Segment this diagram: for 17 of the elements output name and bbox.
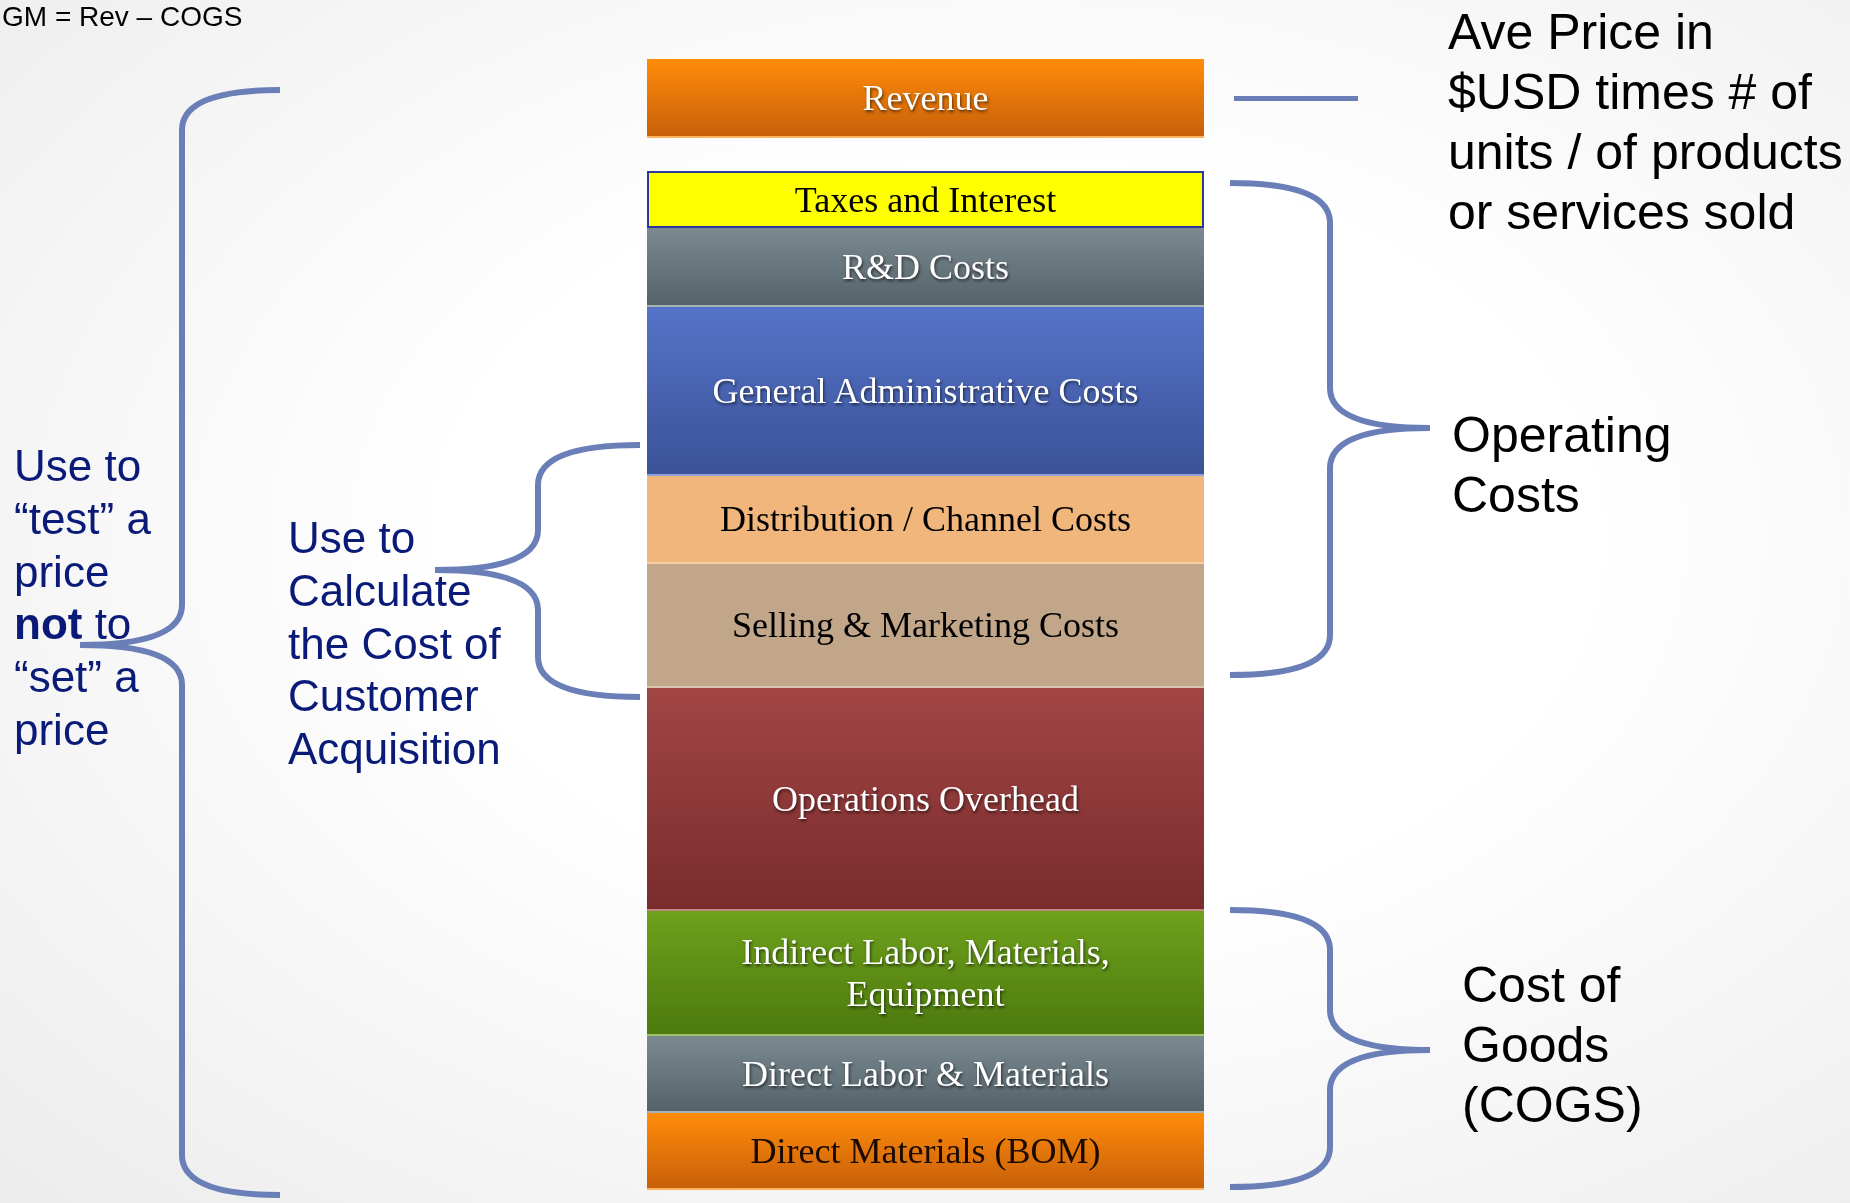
cost-layer-bar: Direct Labor & Materials <box>647 1036 1204 1113</box>
brace-label: Use to “test” a price not to “set” a price <box>14 440 152 756</box>
leader-line <box>1234 96 1358 101</box>
formula-text: GM = Rev – COGS <box>2 0 244 34</box>
cost-layer-bar: Selling & Marketing Costs <box>647 564 1204 688</box>
cost-layer-bar: Operations Overhead <box>647 688 1204 911</box>
cost-layer-bar: Distribution / Channel Costs <box>647 476 1204 564</box>
annotation-text: Ave Price in $USD times # of units / of products or services sold <box>1448 2 1848 242</box>
cost-layer-bar: General Administrative Costs <box>647 307 1204 476</box>
cost-layer-bar: Indirect Labor, Materials, Equipment <box>647 911 1204 1036</box>
cost-layer-bar: Revenue <box>647 59 1204 138</box>
cost-layer-bar: Taxes and Interest <box>647 171 1204 228</box>
cost-layer-bar: Direct Materials (BOM) <box>647 1113 1204 1190</box>
cost-layer-bar: R&D Costs <box>647 228 1204 307</box>
brace-label: Use to Calculate the Cost of Customer Acquisition <box>288 512 502 776</box>
brace-label: Cost of Goods (COGS) <box>1462 956 1644 1135</box>
brace-label: Operating Costs <box>1452 406 1673 525</box>
